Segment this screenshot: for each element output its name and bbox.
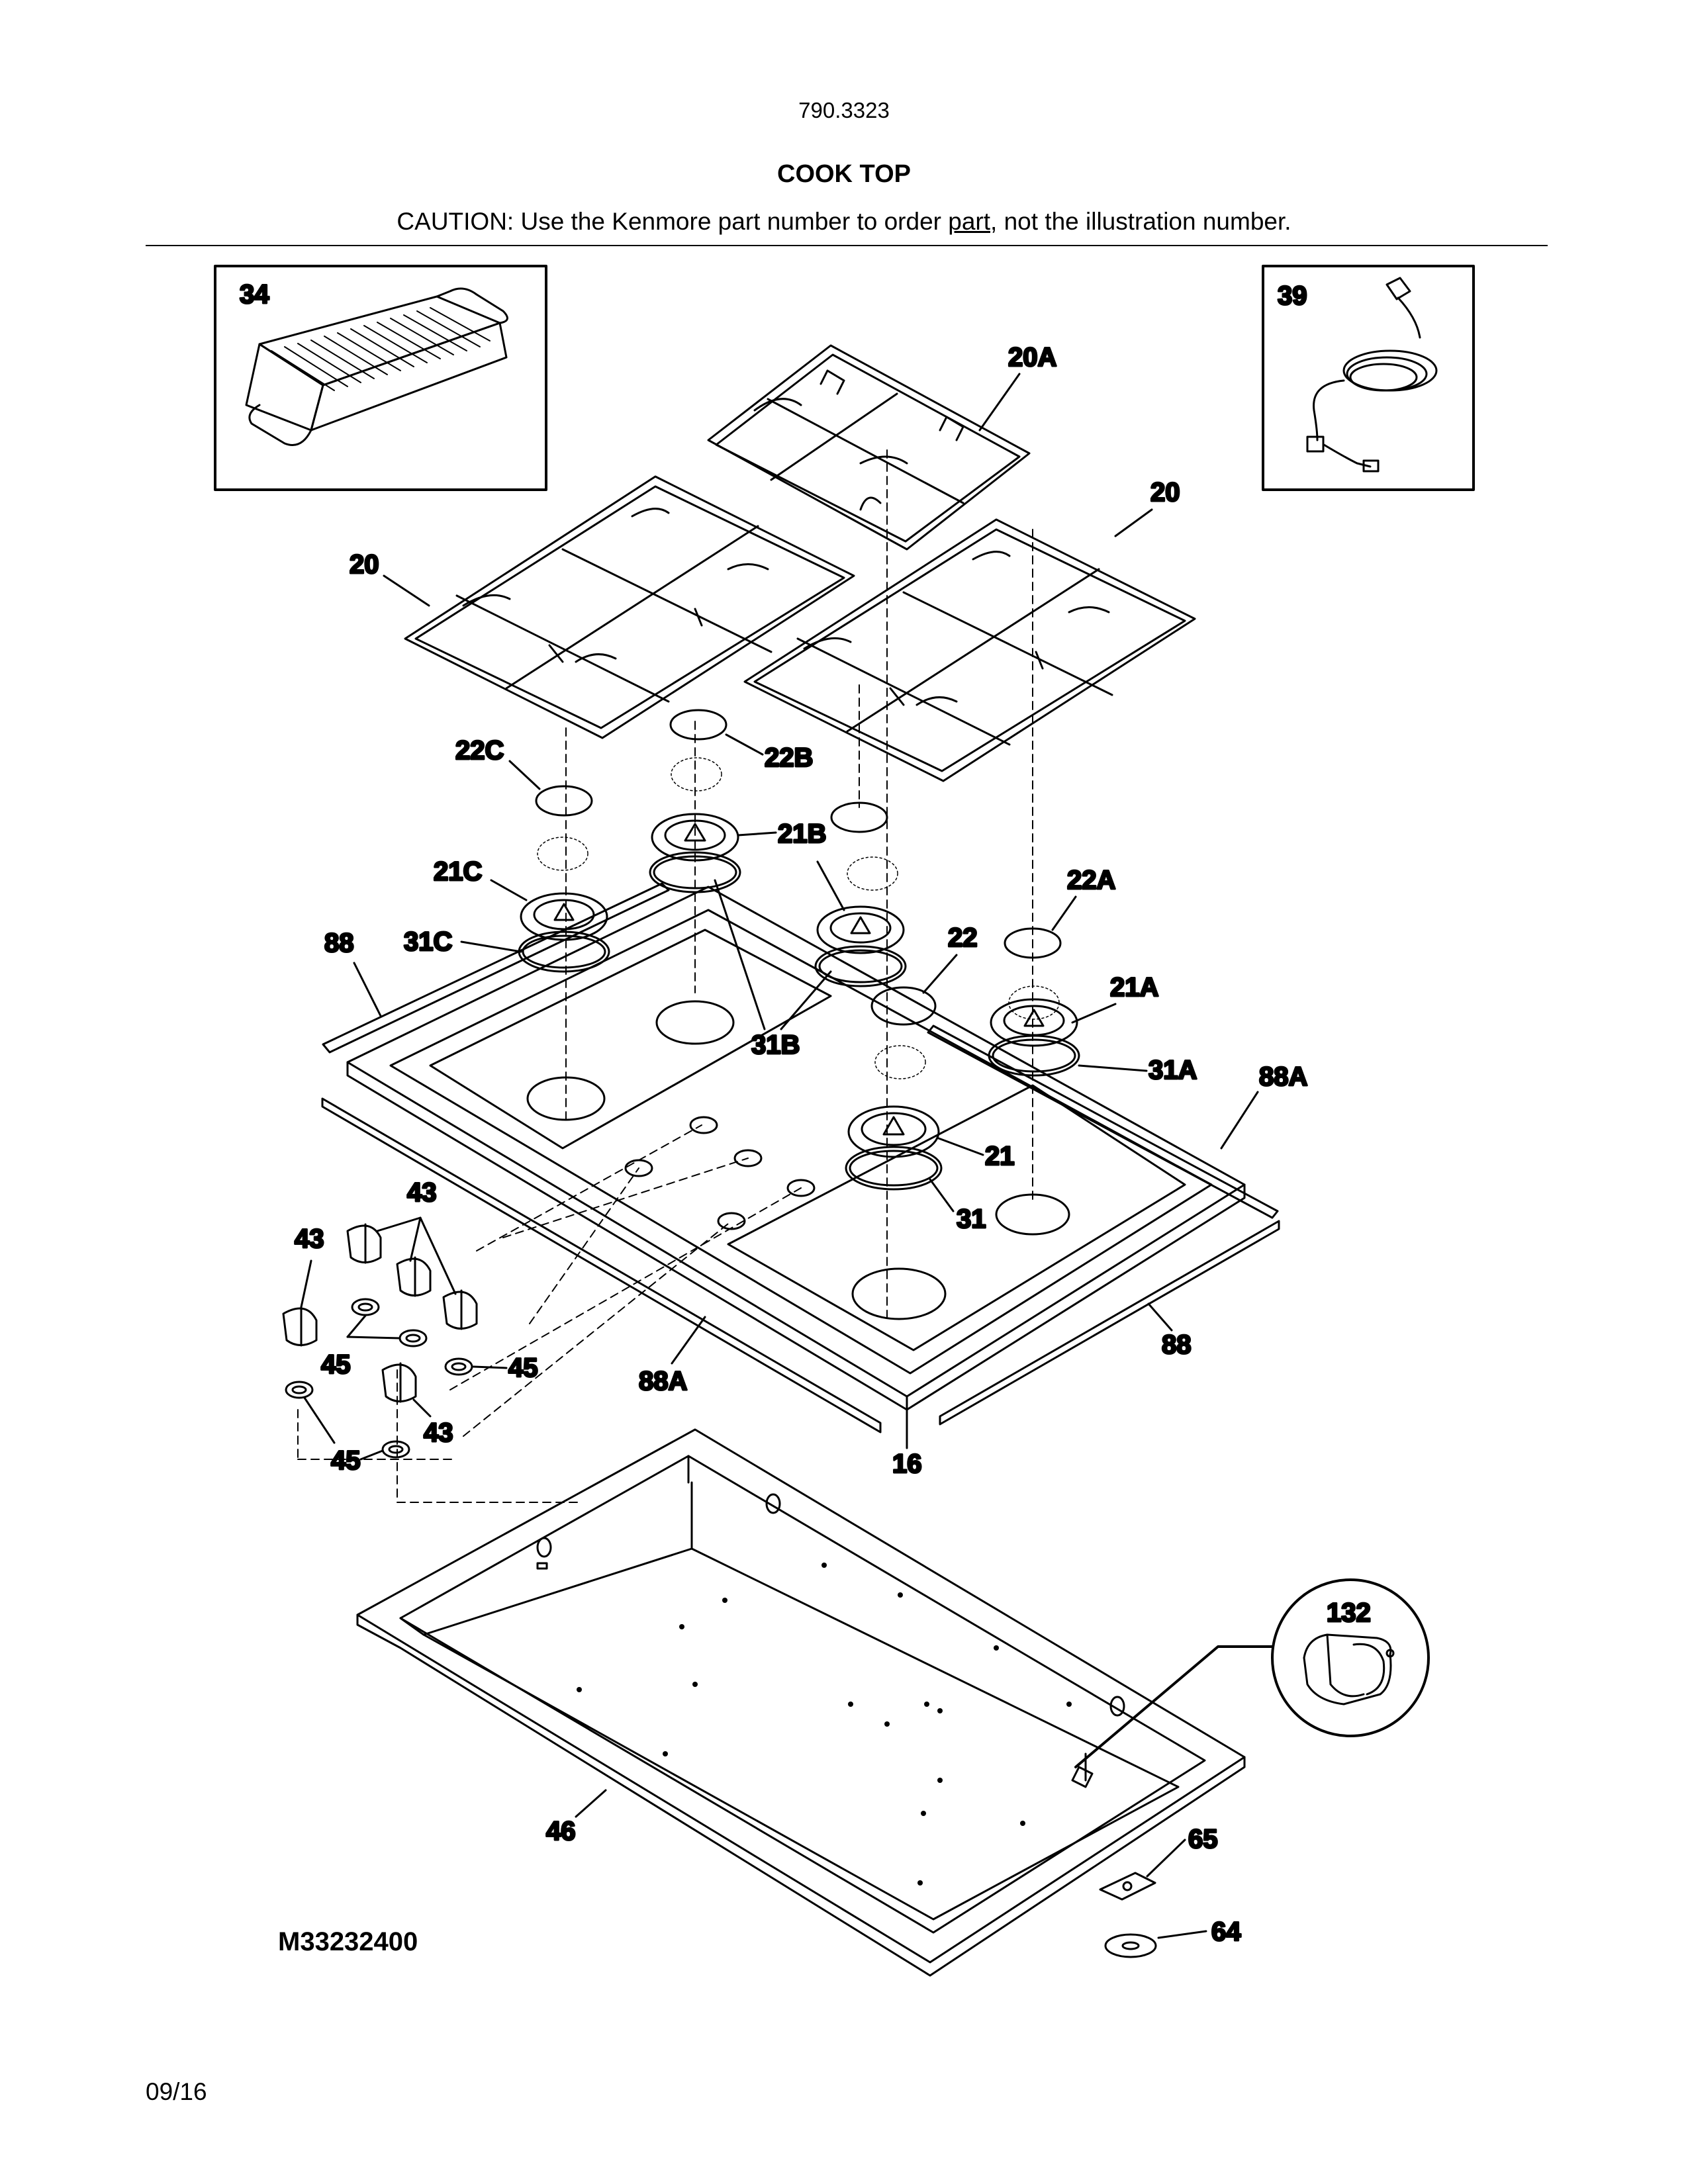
callout-21: 21 xyxy=(985,1142,1015,1171)
callout-132: 132 xyxy=(1327,1598,1371,1627)
callout-20A: 20A xyxy=(1008,343,1056,372)
orifice-65 xyxy=(1099,1872,1156,1901)
magnified-part-inset: 132 xyxy=(1271,1578,1430,1737)
callout-31: 31 xyxy=(957,1205,986,1234)
grate-center xyxy=(707,344,1031,551)
callout-22B: 22B xyxy=(765,743,813,772)
burner-cap-22B xyxy=(669,709,727,741)
burner-cap-22-front xyxy=(870,986,937,1026)
burner-cap-22C xyxy=(535,785,593,817)
burner-cap-22 xyxy=(830,801,888,833)
power-cord-inset: 39 xyxy=(1262,265,1475,491)
orifice-64 xyxy=(1104,1933,1157,1958)
knob-icon xyxy=(442,1289,478,1330)
burner-head-21-center xyxy=(814,905,907,987)
callout-39: 39 xyxy=(1278,281,1307,310)
griddle-inset: 34 xyxy=(214,265,547,491)
callout-22A: 22A xyxy=(1067,866,1115,895)
burner-head-21B xyxy=(649,813,741,893)
callout-46: 46 xyxy=(546,1817,576,1846)
callout-45-right: 45 xyxy=(508,1353,538,1383)
flame-spreaders xyxy=(537,757,1060,1079)
caution-note: CAUTION: Use the Kenmore part number to … xyxy=(0,208,1688,236)
knob-icon xyxy=(346,1223,382,1264)
knob-icon xyxy=(282,1306,318,1347)
callout-22C: 22C xyxy=(455,736,504,765)
header-rule xyxy=(146,245,1548,246)
model-number: 790.3323 xyxy=(798,98,890,122)
callout-31A: 31A xyxy=(1149,1056,1197,1085)
burner-head-21C xyxy=(518,892,610,973)
callout-88A-front: 88A xyxy=(639,1367,687,1396)
callout-64: 64 xyxy=(1211,1917,1241,1946)
revision-date: 09/16 xyxy=(146,2078,207,2105)
knob-icon xyxy=(381,1362,417,1403)
griddle-icon xyxy=(245,287,508,446)
callout-22: 22 xyxy=(948,923,978,952)
burner-box-holes xyxy=(577,1563,1072,1886)
knob-icon xyxy=(396,1256,432,1297)
caution-suffix: , not the illustration number. xyxy=(990,208,1291,235)
grate-right xyxy=(743,518,1196,782)
burner-head-21-front xyxy=(845,1105,943,1191)
callout-20-left: 20 xyxy=(350,550,379,579)
callout-31C: 31C xyxy=(404,927,452,956)
callout-21B: 21B xyxy=(778,819,826,848)
alignment-dashes xyxy=(565,449,1033,1318)
power-cord-icon xyxy=(1306,277,1438,473)
callout-65: 65 xyxy=(1188,1825,1218,1854)
callout-31B: 31B xyxy=(751,1030,800,1060)
callout-88-front: 88 xyxy=(1162,1330,1192,1359)
callout-88-left: 88 xyxy=(324,929,354,958)
burner-cap-22A xyxy=(1004,927,1062,959)
callout-45-left: 45 xyxy=(321,1350,351,1379)
callout-43-group: 43 xyxy=(407,1178,437,1207)
callout-43-front: 43 xyxy=(424,1418,453,1447)
diagram-id: M33232400 xyxy=(278,1927,418,1956)
callout-88A-right: 88A xyxy=(1259,1062,1307,1091)
caution-prefix: CAUTION: Use the Kenmore part number to … xyxy=(397,208,949,235)
callout-43-left: 43 xyxy=(295,1224,324,1253)
callout-21C: 21C xyxy=(434,857,482,886)
cooktop-panel xyxy=(346,886,1246,1411)
callout-20-right: 20 xyxy=(1150,478,1180,507)
grate-left xyxy=(404,475,855,739)
callout-16: 16 xyxy=(892,1449,922,1479)
burner-box xyxy=(356,1428,1246,1977)
callout-34: 34 xyxy=(240,280,269,309)
trim-strips xyxy=(321,882,1280,1433)
caution-underlined-word: part xyxy=(948,208,991,235)
page-title: COOK TOP xyxy=(777,160,911,188)
callout-45-front: 45 xyxy=(331,1446,361,1475)
knob-dashes xyxy=(297,1124,802,1503)
callout-21A: 21A xyxy=(1110,973,1158,1002)
control-knobs xyxy=(282,1223,478,1403)
